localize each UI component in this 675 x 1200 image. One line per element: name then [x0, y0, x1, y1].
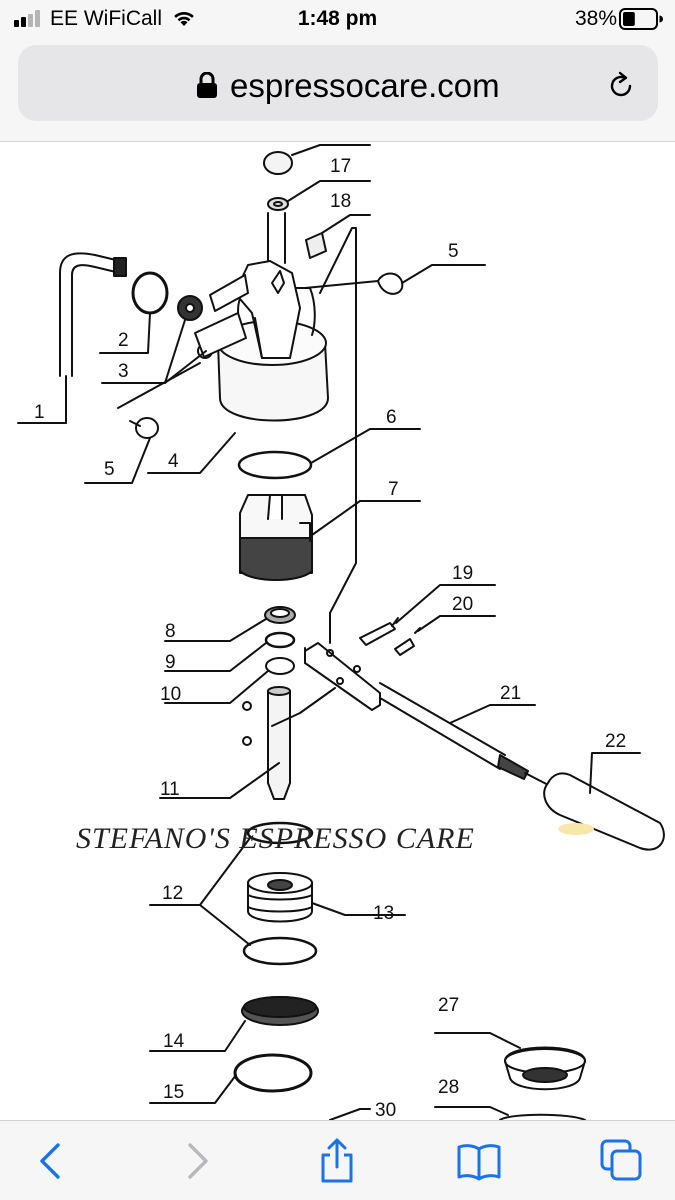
- watermark-text: STEFANO'S ESPRESSO CARE: [76, 822, 475, 855]
- cellular-signal-icon: [14, 10, 40, 27]
- battery-icon: [619, 8, 663, 30]
- part-number: 30: [375, 1100, 396, 1120]
- part-number: 19: [452, 563, 473, 584]
- part-number: 22: [605, 731, 626, 752]
- forward-icon[interactable]: [172, 1137, 220, 1185]
- part-number: 14: [163, 1031, 185, 1052]
- back-icon[interactable]: [28, 1137, 76, 1185]
- browser-toolbar: espressocare.com: [0, 40, 675, 142]
- part-number: 5: [448, 241, 459, 262]
- part-number: 1: [34, 402, 45, 423]
- lock-icon: [197, 72, 217, 98]
- part-number: 17: [330, 156, 351, 177]
- carrier-name: EE WiFiCall: [50, 7, 163, 30]
- bookmarks-icon[interactable]: [455, 1137, 503, 1185]
- url-text[interactable]: espressocare.com: [230, 67, 500, 104]
- reload-icon[interactable]: [606, 71, 636, 101]
- part-number: 2: [118, 330, 129, 351]
- part-number: 8: [165, 621, 176, 642]
- part-number: 6: [386, 407, 397, 428]
- part-number: 10: [160, 684, 181, 705]
- share-icon[interactable]: [313, 1137, 361, 1185]
- part-number: 27: [438, 995, 459, 1016]
- page-content[interactable]: 17 18 5 2 3 1 5 4 6 7 19 20 8 9 10 21 22…: [0, 143, 675, 1120]
- clock: 1:48 pm: [297, 7, 378, 30]
- part-number: 13: [373, 903, 394, 924]
- battery-percent: 38%: [574, 7, 617, 30]
- part-number: 11: [160, 779, 180, 800]
- part-number: 20: [452, 594, 473, 615]
- part-number: 4: [168, 451, 179, 472]
- part-number: 15: [163, 1082, 184, 1103]
- part-number: 5: [104, 459, 115, 480]
- part-number: 18: [330, 191, 351, 212]
- exploded-parts-diagram: 17 18 5 2 3 1 5 4 6 7 19 20 8 9 10 21 22…: [17, 144, 665, 1120]
- part-number: 3: [118, 361, 129, 382]
- wifi-icon: [174, 11, 194, 26]
- part-number: 9: [165, 652, 176, 673]
- address-bar[interactable]: espressocare.com: [18, 45, 658, 121]
- part-number: 7: [388, 479, 399, 500]
- part-number: 12: [162, 883, 183, 904]
- tabs-icon[interactable]: [598, 1137, 646, 1185]
- part-number: 21: [500, 683, 521, 704]
- status-bar: EE WiFiCall 1:48 pm 38%: [0, 0, 675, 40]
- bottom-toolbar: [0, 1120, 675, 1200]
- part-number: 28: [438, 1077, 459, 1098]
